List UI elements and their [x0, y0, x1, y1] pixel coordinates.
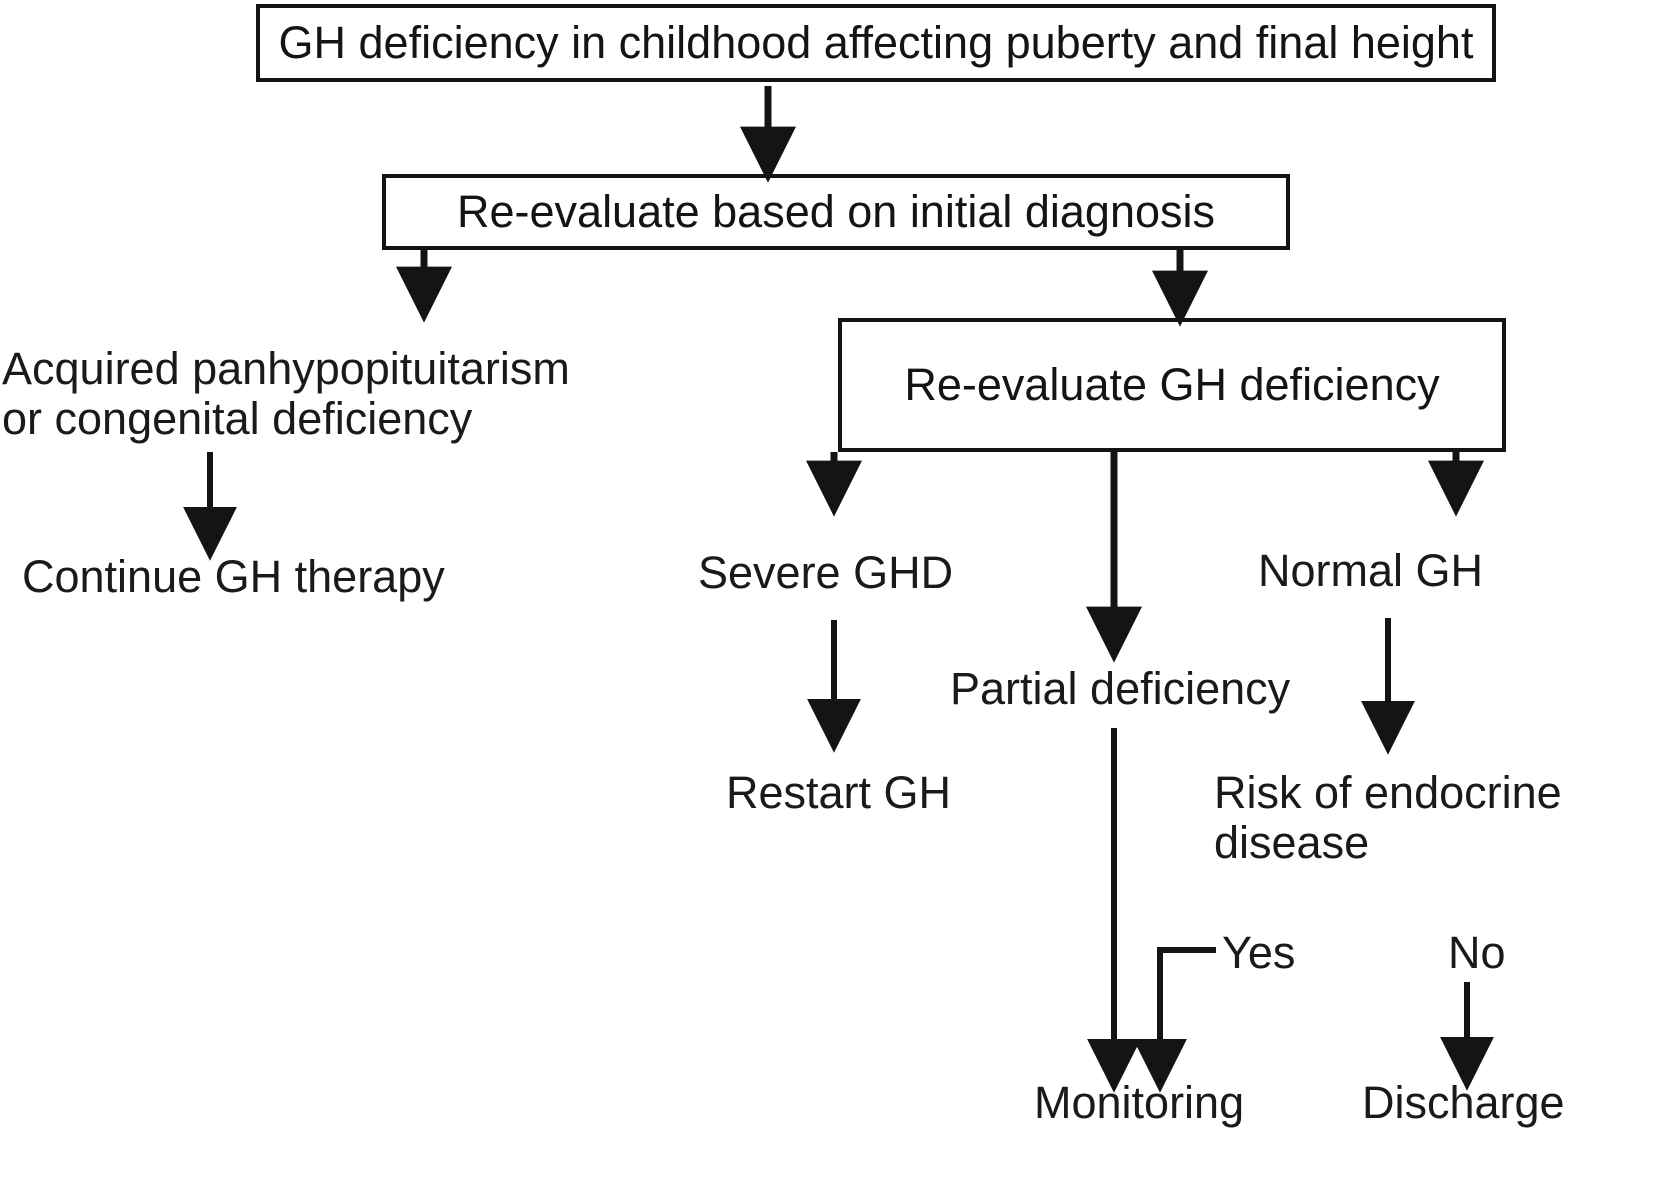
node-reevaluate-gh-deficiency: Re-evaluate GH deficiency [838, 318, 1506, 452]
text-normal-gh: Normal GH [1258, 545, 1484, 596]
text-monitoring: Monitoring [1034, 1077, 1245, 1128]
node-label: GH deficiency in childhood affecting pub… [278, 17, 1474, 69]
edge-yes-to-monitoring [1133, 947, 1216, 1093]
text-severe-ghd: Severe GHD [698, 547, 954, 598]
node-gh-deficiency-childhood: GH deficiency in childhood affecting pub… [256, 4, 1496, 82]
text-risk-of-endocrine-disease: Risk of endocrine disease [1214, 767, 1562, 869]
text-acquired-panhypopituitarism: Acquired panhypopituitarism or congenita… [2, 343, 570, 445]
text-partial-deficiency: Partial deficiency [950, 663, 1291, 714]
text-restart-gh: Restart GH [726, 767, 952, 818]
node-label: Re-evaluate based on initial diagnosis [457, 186, 1215, 238]
node-reevaluate-initial-diagnosis: Re-evaluate based on initial diagnosis [382, 174, 1290, 250]
text-continue-gh-therapy: Continue GH therapy [22, 551, 445, 602]
text-discharge: Discharge [1362, 1077, 1565, 1128]
text-yes-label: Yes [1222, 927, 1296, 978]
node-label: Re-evaluate GH deficiency [904, 359, 1440, 411]
text-no-label: No [1448, 927, 1506, 978]
